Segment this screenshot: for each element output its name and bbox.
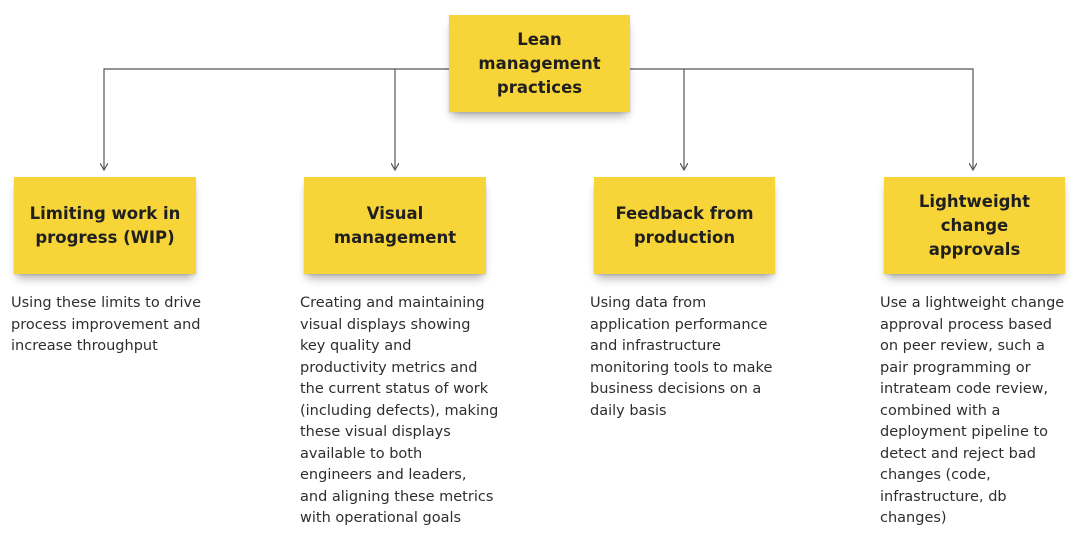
root-title: Lean management practices — [478, 29, 601, 97]
description-visual-management: Creating and maintaining visual displays… — [300, 295, 499, 526]
note-lightweight-approvals: Lightweight change approvals — [884, 177, 1065, 274]
description-limiting-wip: Using these limits to drive process impr… — [11, 295, 202, 354]
description-feedback-production: Using data from application performance … — [590, 295, 773, 419]
root-note: Lean management practices — [449, 15, 630, 112]
description-lightweight-approvals: Use a lightweight change approval proces… — [880, 295, 1065, 526]
note-feedback-production: Feedback from production — [594, 177, 775, 274]
note-limiting-wip: Limiting work in progress (WIP) — [14, 177, 196, 274]
note-visual-management: Visual management — [304, 177, 486, 274]
note-title: Visual management — [333, 203, 457, 247]
connector-to-limiting-wip — [104, 68, 449, 170]
connector-to-lightweight-approvals — [630, 68, 973, 170]
note-title: Lightweight change approvals — [918, 191, 1031, 259]
note-title: Feedback from production — [615, 203, 754, 247]
note-title: Limiting work in progress (WIP) — [29, 203, 181, 247]
